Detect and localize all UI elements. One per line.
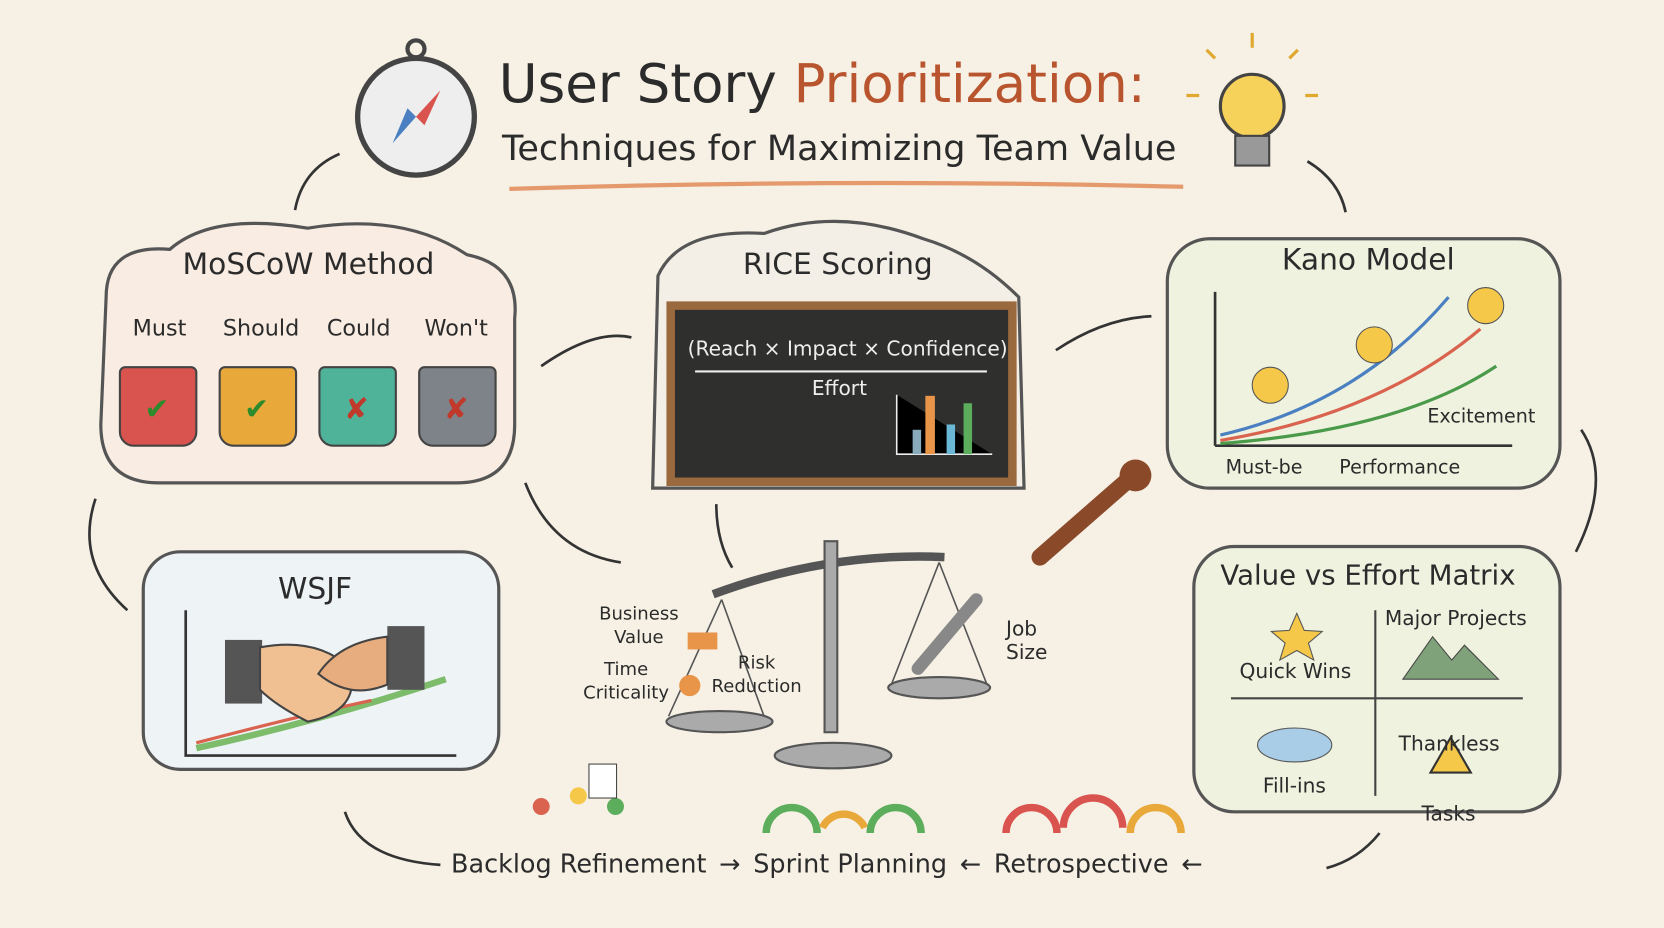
matrix-quick-wins: Quick Wins xyxy=(1239,660,1352,684)
team-icon xyxy=(532,763,624,816)
bucket-label-wont: Won't xyxy=(424,315,488,341)
flow-arrows xyxy=(88,152,1598,870)
lightbulb-icon xyxy=(1186,32,1319,167)
wrench-icon xyxy=(1031,474,1134,566)
money-icon xyxy=(687,632,718,650)
bucket-label-should: Should xyxy=(222,315,300,341)
matrix-thankless-tasks: Thankless Tasks xyxy=(1398,732,1500,826)
star-icon xyxy=(1269,612,1324,662)
flow-arrow-right: → xyxy=(719,848,741,879)
check-icon: ✔ xyxy=(244,391,269,427)
cross-icon: ✘ xyxy=(343,391,369,427)
check-icon: ✔ xyxy=(144,391,170,427)
flow-arrow-left: ← xyxy=(959,848,982,879)
moscow-cloud xyxy=(99,221,517,485)
handshake-icon xyxy=(184,610,457,757)
kano-label-excitement: Excitement xyxy=(1427,405,1536,428)
matrix-fill-ins: Fill-ins xyxy=(1262,774,1326,799)
kano-label-performance: Performance xyxy=(1339,456,1461,479)
kano-title: Kano Model xyxy=(1281,241,1455,277)
could-bucket: ✘ xyxy=(318,366,397,447)
title-accent: Prioritization: xyxy=(793,53,1146,115)
flow-retrospective: Retrospective xyxy=(993,848,1169,879)
rice-title: RICE Scoring xyxy=(742,246,933,282)
kano-panel xyxy=(1165,237,1562,490)
moscow-title: MoSCoW Method xyxy=(182,246,435,282)
page-subtitle: Techniques for Maximizing Team Value xyxy=(501,127,1177,169)
kano-chart xyxy=(1213,287,1513,448)
page-title: User Story Prioritization: xyxy=(499,53,1146,115)
rice-formula-denominator: Effort xyxy=(811,376,867,401)
bucket-label-could: Could xyxy=(326,315,391,341)
flow-sprint-planning: Sprint Planning xyxy=(753,848,948,879)
should-bucket: ✔ xyxy=(218,366,298,447)
scale-label-risk-reduction: Risk Reduction xyxy=(711,652,802,698)
matrix-major-projects: Major Projects xyxy=(1384,607,1527,631)
warning-icon xyxy=(1428,735,1473,774)
flow-arrow-left-2: ← xyxy=(1181,848,1203,879)
bucket-label-must: Must xyxy=(132,315,187,341)
scale-label-time-criticality: Time Criticality xyxy=(583,659,670,704)
cross-icon: ✘ xyxy=(443,391,469,427)
gear-icon xyxy=(679,674,701,697)
title-prefix: User Story xyxy=(498,53,794,115)
compass-icon xyxy=(354,38,478,178)
rice-formula-numerator: (Reach × Impact × Confidence) xyxy=(687,337,1008,361)
gauges-icon xyxy=(762,794,1185,834)
scale-label-business-value: Business Value xyxy=(599,603,679,649)
matrix-title: Value vs Effort Matrix xyxy=(1220,560,1516,593)
balance-scale-icon xyxy=(665,540,992,770)
kano-label-must-be: Must-be xyxy=(1225,456,1303,479)
flow-backlog-refinement: Backlog Refinement xyxy=(451,848,707,879)
wsjf-title: WSJF xyxy=(278,570,353,606)
wont-bucket: ✘ xyxy=(418,366,497,447)
wrench-small-icon xyxy=(911,593,983,675)
must-bucket: ✔ xyxy=(118,366,198,447)
mountain-icon xyxy=(1401,635,1500,680)
scale-label-job-size: Job Size xyxy=(1006,617,1048,665)
cloud-icon xyxy=(1256,727,1333,763)
workflow-row: Backlog Refinement → Sprint Planning ← R… xyxy=(451,849,1203,879)
